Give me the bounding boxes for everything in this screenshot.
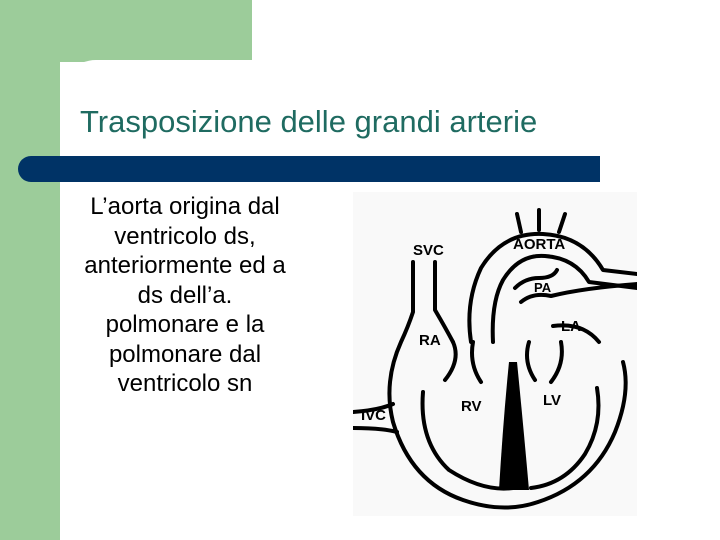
aorta-branches — [515, 208, 567, 234]
svc-inner-wall — [433, 260, 455, 344]
lv-inner-wall — [529, 386, 601, 490]
label-rv: RV — [461, 398, 482, 415]
tricuspid-valve — [443, 340, 483, 384]
mitral-valve — [525, 340, 564, 384]
green-side-stripe — [0, 0, 60, 540]
label-aorta: AORTA — [513, 236, 566, 253]
ventricular-septum — [499, 362, 529, 490]
ivc-upper — [353, 402, 395, 414]
label-ivc: IVC — [361, 407, 387, 424]
aorta-arch — [467, 231, 637, 344]
slide-title: Trasposizione delle grandi arterie — [80, 104, 538, 139]
slide-body-text: L’aorta origina dal ventricolo ds, anter… — [84, 193, 286, 397]
label-pa: PA — [534, 280, 552, 295]
heart-diagram: SVC AORTA PA LA RA LV RV IVC — [353, 192, 637, 516]
label-ra: RA — [419, 332, 441, 349]
rv-inner-wall — [420, 390, 515, 491]
pa-lower — [519, 282, 637, 304]
label-lv: LV — [543, 392, 562, 409]
la-wall — [551, 323, 601, 344]
aorta-inner — [490, 253, 637, 344]
label-svc: SVC — [413, 242, 444, 259]
pa-upper — [513, 268, 559, 290]
title-underline-bar — [18, 156, 600, 182]
label-la: LA — [561, 318, 581, 335]
heart-illustration — [353, 208, 637, 510]
heart-outer-wall — [387, 260, 628, 510]
ivc-lower — [353, 426, 399, 434]
